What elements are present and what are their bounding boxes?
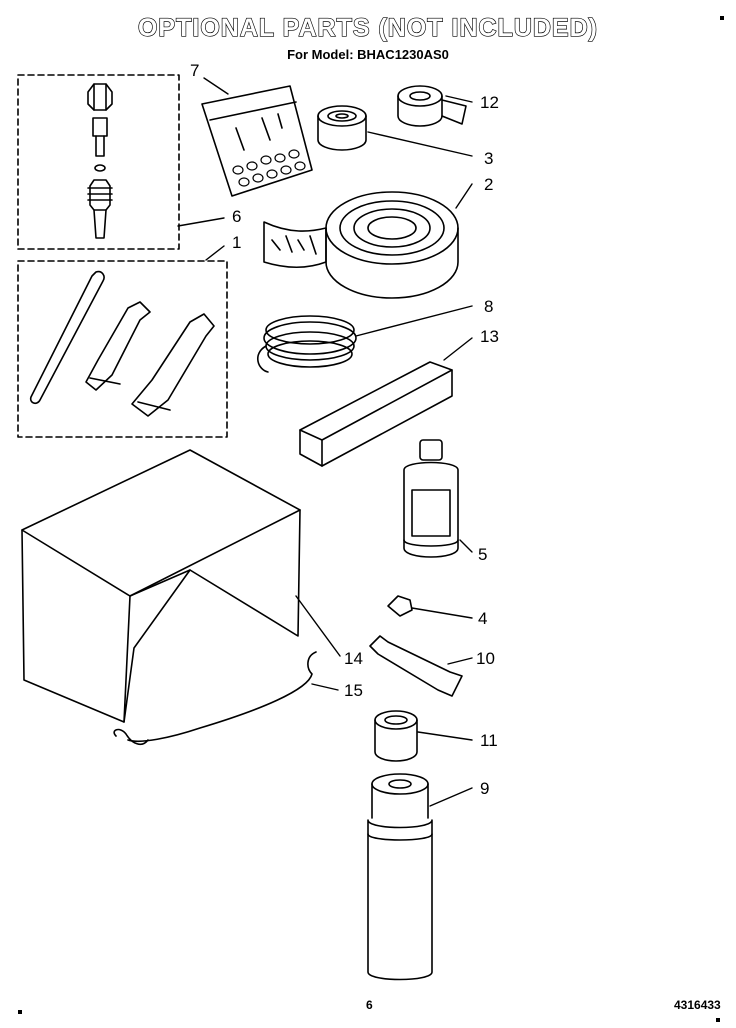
callout-2: 2	[484, 175, 493, 194]
part-4-nozzle-cap	[387, 595, 413, 617]
part-12-tape-roll	[397, 85, 467, 127]
callout-7: 7	[190, 61, 199, 80]
part-5-bottle	[403, 439, 459, 558]
part-1-sealant-kit	[17, 260, 228, 438]
part-14-cover	[21, 449, 301, 723]
model-subtitle: For Model: BHAC1230AS0	[287, 47, 449, 62]
document-number: 4316433	[674, 998, 721, 1012]
leader-lines	[177, 77, 473, 807]
page-title: OPTIONAL PARTS (NOT INCLUDED)	[137, 13, 598, 42]
callout-8: 8	[484, 297, 493, 316]
callout-9: 9	[480, 779, 489, 798]
corner-mark	[18, 1010, 22, 1014]
part-2-insulation-roll	[263, 191, 459, 299]
part-7-hardware-bag	[201, 85, 313, 197]
callout-5: 5	[478, 545, 487, 564]
part-6-valve-fitting	[17, 74, 180, 250]
part-10-small-tube	[369, 635, 463, 697]
corner-mark	[720, 16, 724, 20]
part-8-wire-coil	[257, 315, 357, 373]
page-number: 6	[366, 998, 373, 1012]
part-15-cord	[113, 651, 317, 746]
part-11-small-roll	[374, 710, 418, 762]
callout-11: 11	[480, 731, 498, 750]
callout-13: 13	[480, 327, 499, 346]
callout-labels: 7 12 3 2 6 1 8 13 5 4 10 11 9 14 15	[190, 61, 499, 798]
callout-1: 1	[232, 233, 241, 252]
callout-10: 10	[476, 649, 495, 668]
corner-mark	[716, 1018, 720, 1022]
callout-14: 14	[344, 649, 363, 668]
part-13-foam-block	[299, 361, 453, 467]
callout-12: 12	[480, 93, 499, 112]
callout-6: 6	[232, 207, 241, 226]
callout-15: 15	[344, 681, 363, 700]
callout-4: 4	[478, 609, 487, 628]
callout-3: 3	[484, 149, 493, 168]
part-3-foam-tape-roll	[317, 105, 367, 151]
part-9-canister	[367, 773, 433, 981]
